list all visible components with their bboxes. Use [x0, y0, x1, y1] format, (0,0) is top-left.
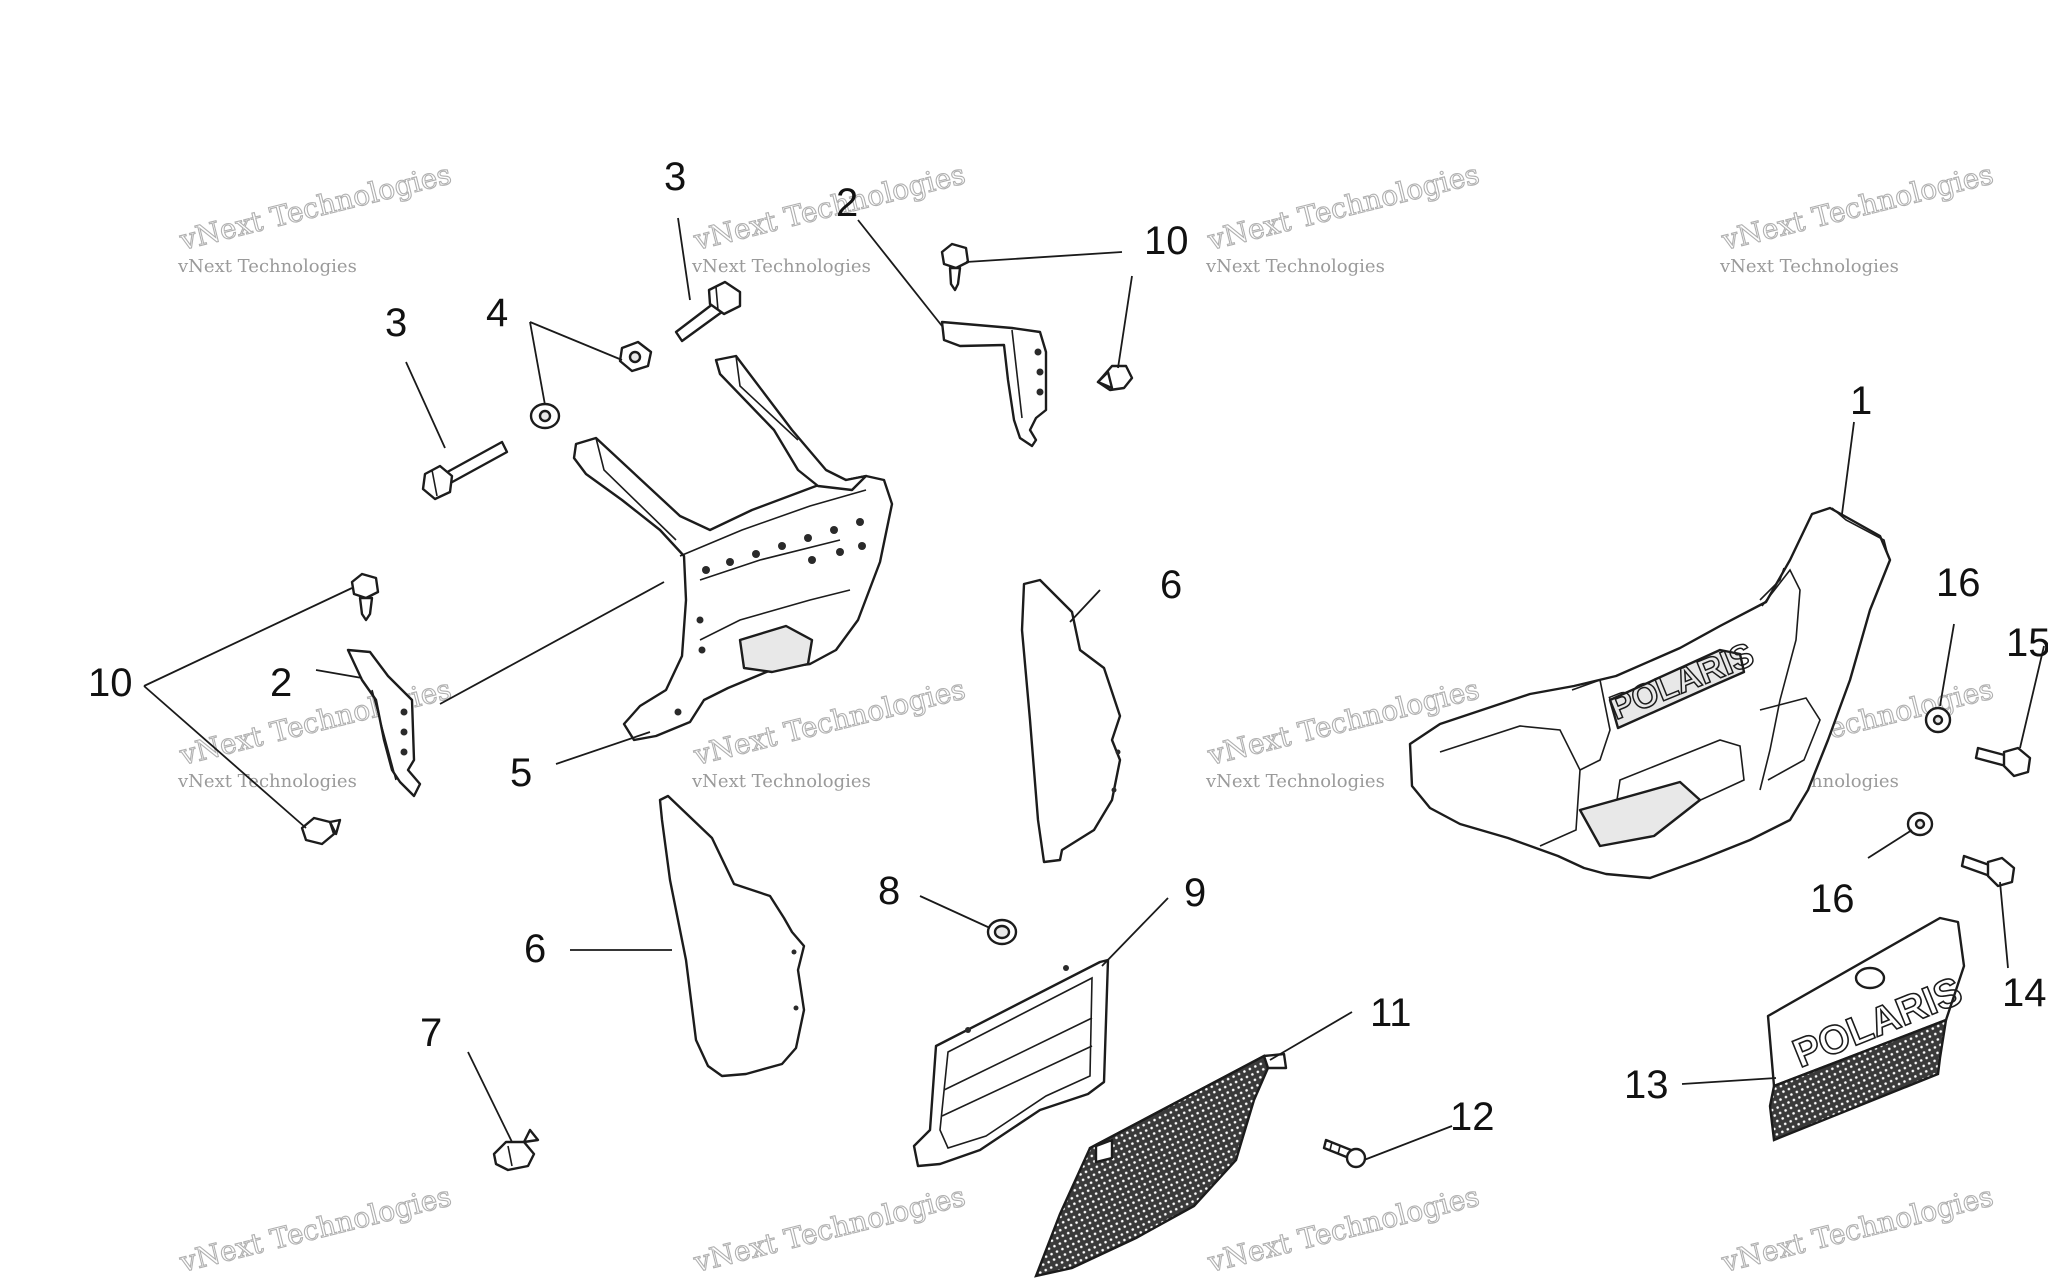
watermark: vNext Technologies vNext Technologies — [1203, 157, 1483, 277]
part-16-washer-upper — [1924, 706, 1952, 734]
callout-9: 9 — [1184, 871, 1206, 915]
svg-text:vNext Technologies: vNext Technologies — [1718, 157, 1997, 257]
part-8-grommet — [986, 918, 1018, 946]
part-6-side-panel-right — [1020, 578, 1122, 864]
leader-lines — [143, 217, 2045, 1161]
part-2-bracket-left — [346, 648, 422, 798]
callout-5: 5 — [510, 751, 532, 795]
part-15-bolt — [1974, 746, 2032, 778]
part-10-fastener-top — [940, 242, 970, 292]
svg-text:vNext Technologies: vNext Technologies — [690, 157, 969, 257]
callout-14: 14 — [2002, 971, 2047, 1015]
part-14-bolt — [1960, 854, 2016, 888]
callout-6-right: 6 — [1160, 563, 1182, 607]
part-5-bumper-frame — [572, 354, 894, 742]
callout-labels: 3 3 4 2 10 10 2 5 6 6 7 8 9 11 12 13 1 1… — [88, 155, 2048, 1139]
callout-3-top: 3 — [664, 155, 686, 199]
callout-8: 8 — [878, 869, 900, 913]
svg-text:vNext Technologies: vNext Technologies — [177, 771, 357, 792]
part-6-side-panel-left — [658, 794, 806, 1078]
watermark: vNext Technologies vNext Technologies — [689, 1179, 969, 1285]
svg-text:vNext Technologies: vNext Technologies — [691, 771, 871, 792]
part-1-front-fascia: POLARIS — [1408, 506, 1892, 880]
part-2-bracket-top — [940, 320, 1048, 448]
part-12-screw — [1322, 1138, 1367, 1169]
part-13-cover-panel: POLARIS — [1766, 916, 1969, 1142]
callout-12: 12 — [1450, 1095, 1495, 1139]
svg-text:vNext Technologies: vNext Technologies — [1205, 256, 1385, 277]
callout-1: 1 — [1850, 379, 1872, 423]
svg-text:vNext Technologies: vNext Technologies — [690, 1179, 969, 1279]
part-4-nut — [618, 340, 653, 373]
watermark: vNext Technologies vNext Technologies — [175, 157, 455, 277]
svg-text:vNext Technologies: vNext Technologies — [177, 256, 357, 277]
part-3-bolt-left — [421, 440, 509, 501]
svg-text:vNext Technologies: vNext Technologies — [1719, 256, 1899, 277]
watermark: vNext Technologies vNext Technologies — [1717, 1179, 1997, 1285]
svg-text:vNext Technologies: vNext Technologies — [176, 157, 455, 257]
watermark: vNext Technologies vNext Technologies — [175, 1179, 455, 1285]
callout-10-top: 10 — [1144, 219, 1189, 263]
part-10-fastener-left-top — [350, 572, 380, 622]
svg-text:vNext Technologies: vNext Technologies — [1204, 1179, 1483, 1279]
part-9-grille-frame — [912, 958, 1110, 1168]
watermark: vNext Technologies vNext Technologies — [175, 672, 455, 792]
part-10-fastener-right — [1096, 364, 1134, 392]
part-16-washer-lower — [1906, 811, 1934, 837]
svg-text:vNext Technologies: vNext Technologies — [1718, 1179, 1997, 1279]
part-3-bolt-top — [674, 280, 742, 343]
callout-2-left: 2 — [270, 661, 292, 705]
svg-text:vNext Technologies: vNext Technologies — [1204, 157, 1483, 257]
callout-3-left: 3 — [385, 301, 407, 345]
watermark: vNext Technologies vNext Technologies — [689, 672, 969, 792]
part-7-push-rivet — [492, 1128, 540, 1172]
svg-text:vNext Technologies: vNext Technologies — [176, 1179, 455, 1279]
callout-11: 11 — [1370, 991, 1412, 1035]
callout-10-left: 10 — [88, 661, 133, 705]
watermark: vNext Technologies vNext Technologies — [1203, 1179, 1483, 1285]
svg-text:vNext Technologies: vNext Technologies — [691, 256, 871, 277]
callout-2-top: 2 — [836, 181, 858, 225]
callout-16-lower: 16 — [1810, 877, 1855, 921]
svg-text:vNext Technologies: vNext Technologies — [1205, 771, 1385, 792]
callout-6-left: 6 — [524, 927, 546, 971]
callout-15: 15 — [2006, 621, 2048, 665]
part-10-fastener-left-bottom — [300, 816, 342, 846]
part-11-mesh-screen — [1034, 1052, 1288, 1278]
callout-4: 4 — [486, 291, 508, 335]
callout-16-upper: 16 — [1936, 561, 1981, 605]
part-4-washer — [529, 402, 561, 430]
callout-7: 7 — [420, 1011, 442, 1055]
watermark: vNext Technologies vNext Technologies — [1717, 157, 1997, 277]
callout-13: 13 — [1624, 1063, 1669, 1107]
